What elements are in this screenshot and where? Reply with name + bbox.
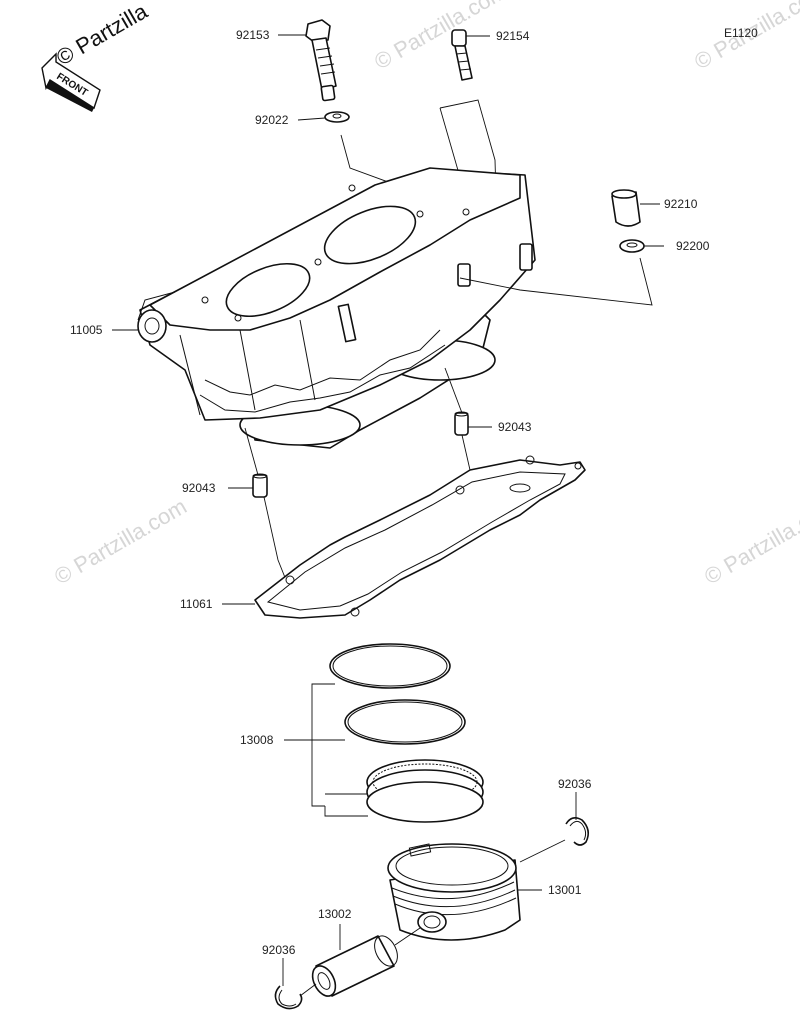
- part-label-92210[interactable]: 92210: [664, 197, 698, 211]
- washer-92022[interactable]: [324, 111, 350, 123]
- brand-logo-text: © Partzilla: [52, 0, 152, 70]
- part-label-92153[interactable]: 92153: [236, 28, 270, 42]
- part-label-92154[interactable]: 92154: [496, 29, 530, 43]
- snap-ring-92036-right[interactable]: [565, 816, 590, 846]
- diagram-code: E1120: [724, 26, 758, 40]
- cap-92210[interactable]: [611, 189, 641, 227]
- cylinder-block-11005[interactable]: [137, 167, 536, 449]
- part-label-11005[interactable]: 11005: [70, 323, 103, 337]
- bolt-92153[interactable]: [305, 19, 337, 102]
- part-label-92036-left[interactable]: 92036: [262, 943, 296, 957]
- part-label-92200[interactable]: 92200: [676, 239, 710, 253]
- piston-pin-13002[interactable]: [308, 932, 402, 1000]
- part-label-11061[interactable]: 11061: [180, 597, 213, 611]
- dowel-92043-left[interactable]: [252, 473, 268, 498]
- piston-13001[interactable]: [387, 843, 521, 941]
- gasket-11061[interactable]: [254, 455, 586, 619]
- piston-ring-top-13008[interactable]: [329, 643, 451, 689]
- dowel-92043-right[interactable]: [454, 411, 469, 436]
- watermark-text: © Partzilla.com: [50, 494, 191, 590]
- part-label-13001[interactable]: 13001: [548, 883, 582, 897]
- watermark-text: © Partzilla.com: [370, 0, 511, 74]
- watermark-text: © Partzilla.com: [700, 494, 800, 590]
- part-label-13008[interactable]: 13008: [240, 733, 274, 747]
- part-label-92036-right[interactable]: 92036: [558, 777, 592, 791]
- piston-ring-oil-13008[interactable]: [366, 759, 484, 823]
- piston-ring-second-13008[interactable]: [344, 699, 466, 745]
- part-label-92043-right[interactable]: 92043: [498, 420, 532, 434]
- washer-92200[interactable]: [619, 239, 645, 253]
- bolt-92154[interactable]: [451, 29, 473, 81]
- part-label-13002[interactable]: 13002: [318, 907, 352, 921]
- part-label-92043-left[interactable]: 92043: [182, 481, 216, 495]
- snap-ring-92036-left[interactable]: [274, 985, 303, 1010]
- part-label-92022[interactable]: 92022: [255, 113, 289, 127]
